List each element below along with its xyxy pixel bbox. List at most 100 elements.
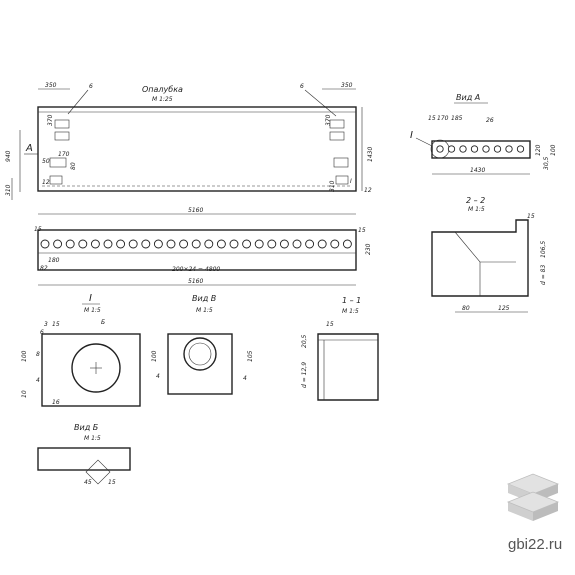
section-1-1: 1 – 1 М 1:5 15 20,5 d = 12,9 bbox=[301, 296, 379, 401]
dim-310: 310 bbox=[5, 184, 12, 196]
view-b-45: 45 bbox=[84, 479, 92, 486]
node-i-16: 16 bbox=[52, 399, 60, 406]
elevation-hole bbox=[229, 239, 239, 249]
node-i-4: 4 bbox=[36, 377, 40, 384]
dim-170-left: 170 bbox=[58, 151, 70, 158]
elevation-hole bbox=[305, 239, 315, 249]
node-i-b: Б bbox=[101, 319, 105, 326]
node-i-6: 6 bbox=[40, 329, 44, 336]
view-a-120: 120 bbox=[535, 144, 542, 156]
node-i-scale: М 1:5 bbox=[84, 307, 101, 314]
elevation-hole bbox=[191, 239, 201, 249]
elevation-outline bbox=[37, 229, 357, 271]
section-2-scale: М 1:5 bbox=[468, 206, 485, 213]
elevation-hole bbox=[216, 239, 226, 249]
dim-12-left: 12 bbox=[42, 179, 50, 186]
elevation-hole bbox=[53, 239, 63, 249]
elevation-hole bbox=[116, 239, 126, 249]
view-v: Вид В М 1:5 100 105 4 4 bbox=[151, 294, 254, 395]
dim-1430: 1430 bbox=[367, 147, 374, 162]
node-i-10: 10 bbox=[21, 390, 28, 398]
view-a-170: 170 bbox=[437, 115, 449, 122]
elevation-hole bbox=[317, 239, 327, 249]
formwork-plan: Опалубка М 1:25 350 350 6 6 940 310 А 17… bbox=[5, 82, 374, 215]
view-a-hole bbox=[505, 145, 513, 153]
dim-370-right: 370 bbox=[325, 114, 332, 126]
embed-right-3 bbox=[333, 157, 349, 168]
node-i-outline bbox=[41, 333, 141, 407]
elevation-hole bbox=[242, 239, 252, 249]
elevation-hole bbox=[292, 239, 302, 249]
view-b-outline bbox=[37, 447, 131, 471]
dim-370-left: 370 bbox=[47, 114, 54, 126]
view-a-30-5: 30,5 bbox=[543, 156, 550, 170]
elevation-hole bbox=[103, 239, 113, 249]
section-2-80: 80 bbox=[462, 305, 470, 312]
section-2-d83: d = 83 bbox=[540, 265, 547, 285]
elevation-hole bbox=[153, 239, 163, 249]
elevation-hole bbox=[166, 239, 176, 249]
view-b-15: 15 bbox=[108, 479, 116, 486]
view-a-node-leader bbox=[415, 137, 433, 147]
view-a-15: 15 bbox=[428, 115, 436, 122]
embed-left-2 bbox=[54, 131, 70, 141]
dim-15-right: 15 bbox=[358, 227, 366, 234]
view-a-title: Вид А bbox=[456, 93, 480, 102]
elevation-hole bbox=[128, 239, 138, 249]
leader-6-right bbox=[304, 89, 337, 117]
view-a-26: 26 bbox=[486, 117, 494, 124]
view-a: Вид А 15 170 185 26 I 1430 30,5 120 100 bbox=[410, 93, 557, 175]
view-a-hole bbox=[470, 145, 479, 153]
view-a-hole bbox=[482, 145, 490, 153]
view-v-scale: М 1:5 bbox=[196, 307, 213, 314]
view-v-4b: 4 bbox=[156, 373, 160, 380]
view-v-105: 105 bbox=[247, 350, 254, 362]
elevation-hole bbox=[342, 239, 352, 249]
embed-right-1 bbox=[329, 119, 345, 129]
node-i-3: 3 bbox=[44, 321, 48, 328]
view-a-marker: А bbox=[25, 143, 33, 154]
section-2-outline bbox=[431, 219, 529, 297]
node-i-15: 15 bbox=[52, 321, 60, 328]
elevation-hole bbox=[279, 239, 289, 249]
elevation-hole bbox=[90, 239, 100, 249]
slab-outline bbox=[37, 106, 357, 192]
dim-940: 940 bbox=[5, 150, 12, 162]
section-2-125: 125 bbox=[498, 305, 510, 312]
view-a-1430: 1430 bbox=[470, 167, 485, 174]
dim-310-right: 310 bbox=[329, 180, 336, 192]
view-a-hole bbox=[459, 145, 467, 153]
section-1-title: 1 – 1 bbox=[342, 296, 361, 305]
view-b-title: Вид Б bbox=[74, 423, 99, 432]
view-a-holes bbox=[436, 145, 525, 153]
embed-left-3 bbox=[49, 157, 67, 168]
formwork-title: Опалубка bbox=[142, 85, 183, 94]
section-1-scale: М 1:5 bbox=[342, 308, 359, 315]
section-2-106-5: 106,5 bbox=[540, 241, 547, 258]
elevation-hole bbox=[254, 239, 264, 249]
elevation-hole bbox=[179, 239, 189, 249]
dim-230: 230 bbox=[365, 243, 372, 255]
view-a-185: 185 bbox=[451, 115, 463, 122]
elevation-hole bbox=[65, 239, 75, 249]
elevation-hole bbox=[78, 239, 88, 249]
dim-6-left: 6 bbox=[89, 83, 93, 90]
elevation-hole bbox=[204, 239, 214, 249]
view-a-hole bbox=[447, 145, 456, 153]
view-v-outline bbox=[167, 333, 233, 395]
dim-6-right: 6 bbox=[300, 83, 304, 90]
dim-350-right: 350 bbox=[341, 82, 353, 89]
dim-200x24: 200×24 = 4800 bbox=[172, 266, 220, 273]
section-2-2: 2 – 2 М 1:5 15 106,5 d = 83 80 125 bbox=[431, 196, 547, 313]
node-i-8: 8 bbox=[36, 351, 40, 358]
site-logo-icon bbox=[506, 473, 560, 521]
section-1-d: d = 12,9 bbox=[301, 362, 308, 388]
formwork-scale: М 1:25 bbox=[152, 96, 173, 103]
section-1-15: 15 bbox=[326, 321, 334, 328]
view-v-inner-ring bbox=[188, 342, 212, 366]
elevation-hole bbox=[267, 239, 277, 249]
embed-left-1 bbox=[54, 119, 70, 129]
view-a-outline bbox=[431, 140, 531, 159]
dim-180: 180 bbox=[48, 257, 60, 264]
elevation-hole bbox=[330, 239, 340, 249]
